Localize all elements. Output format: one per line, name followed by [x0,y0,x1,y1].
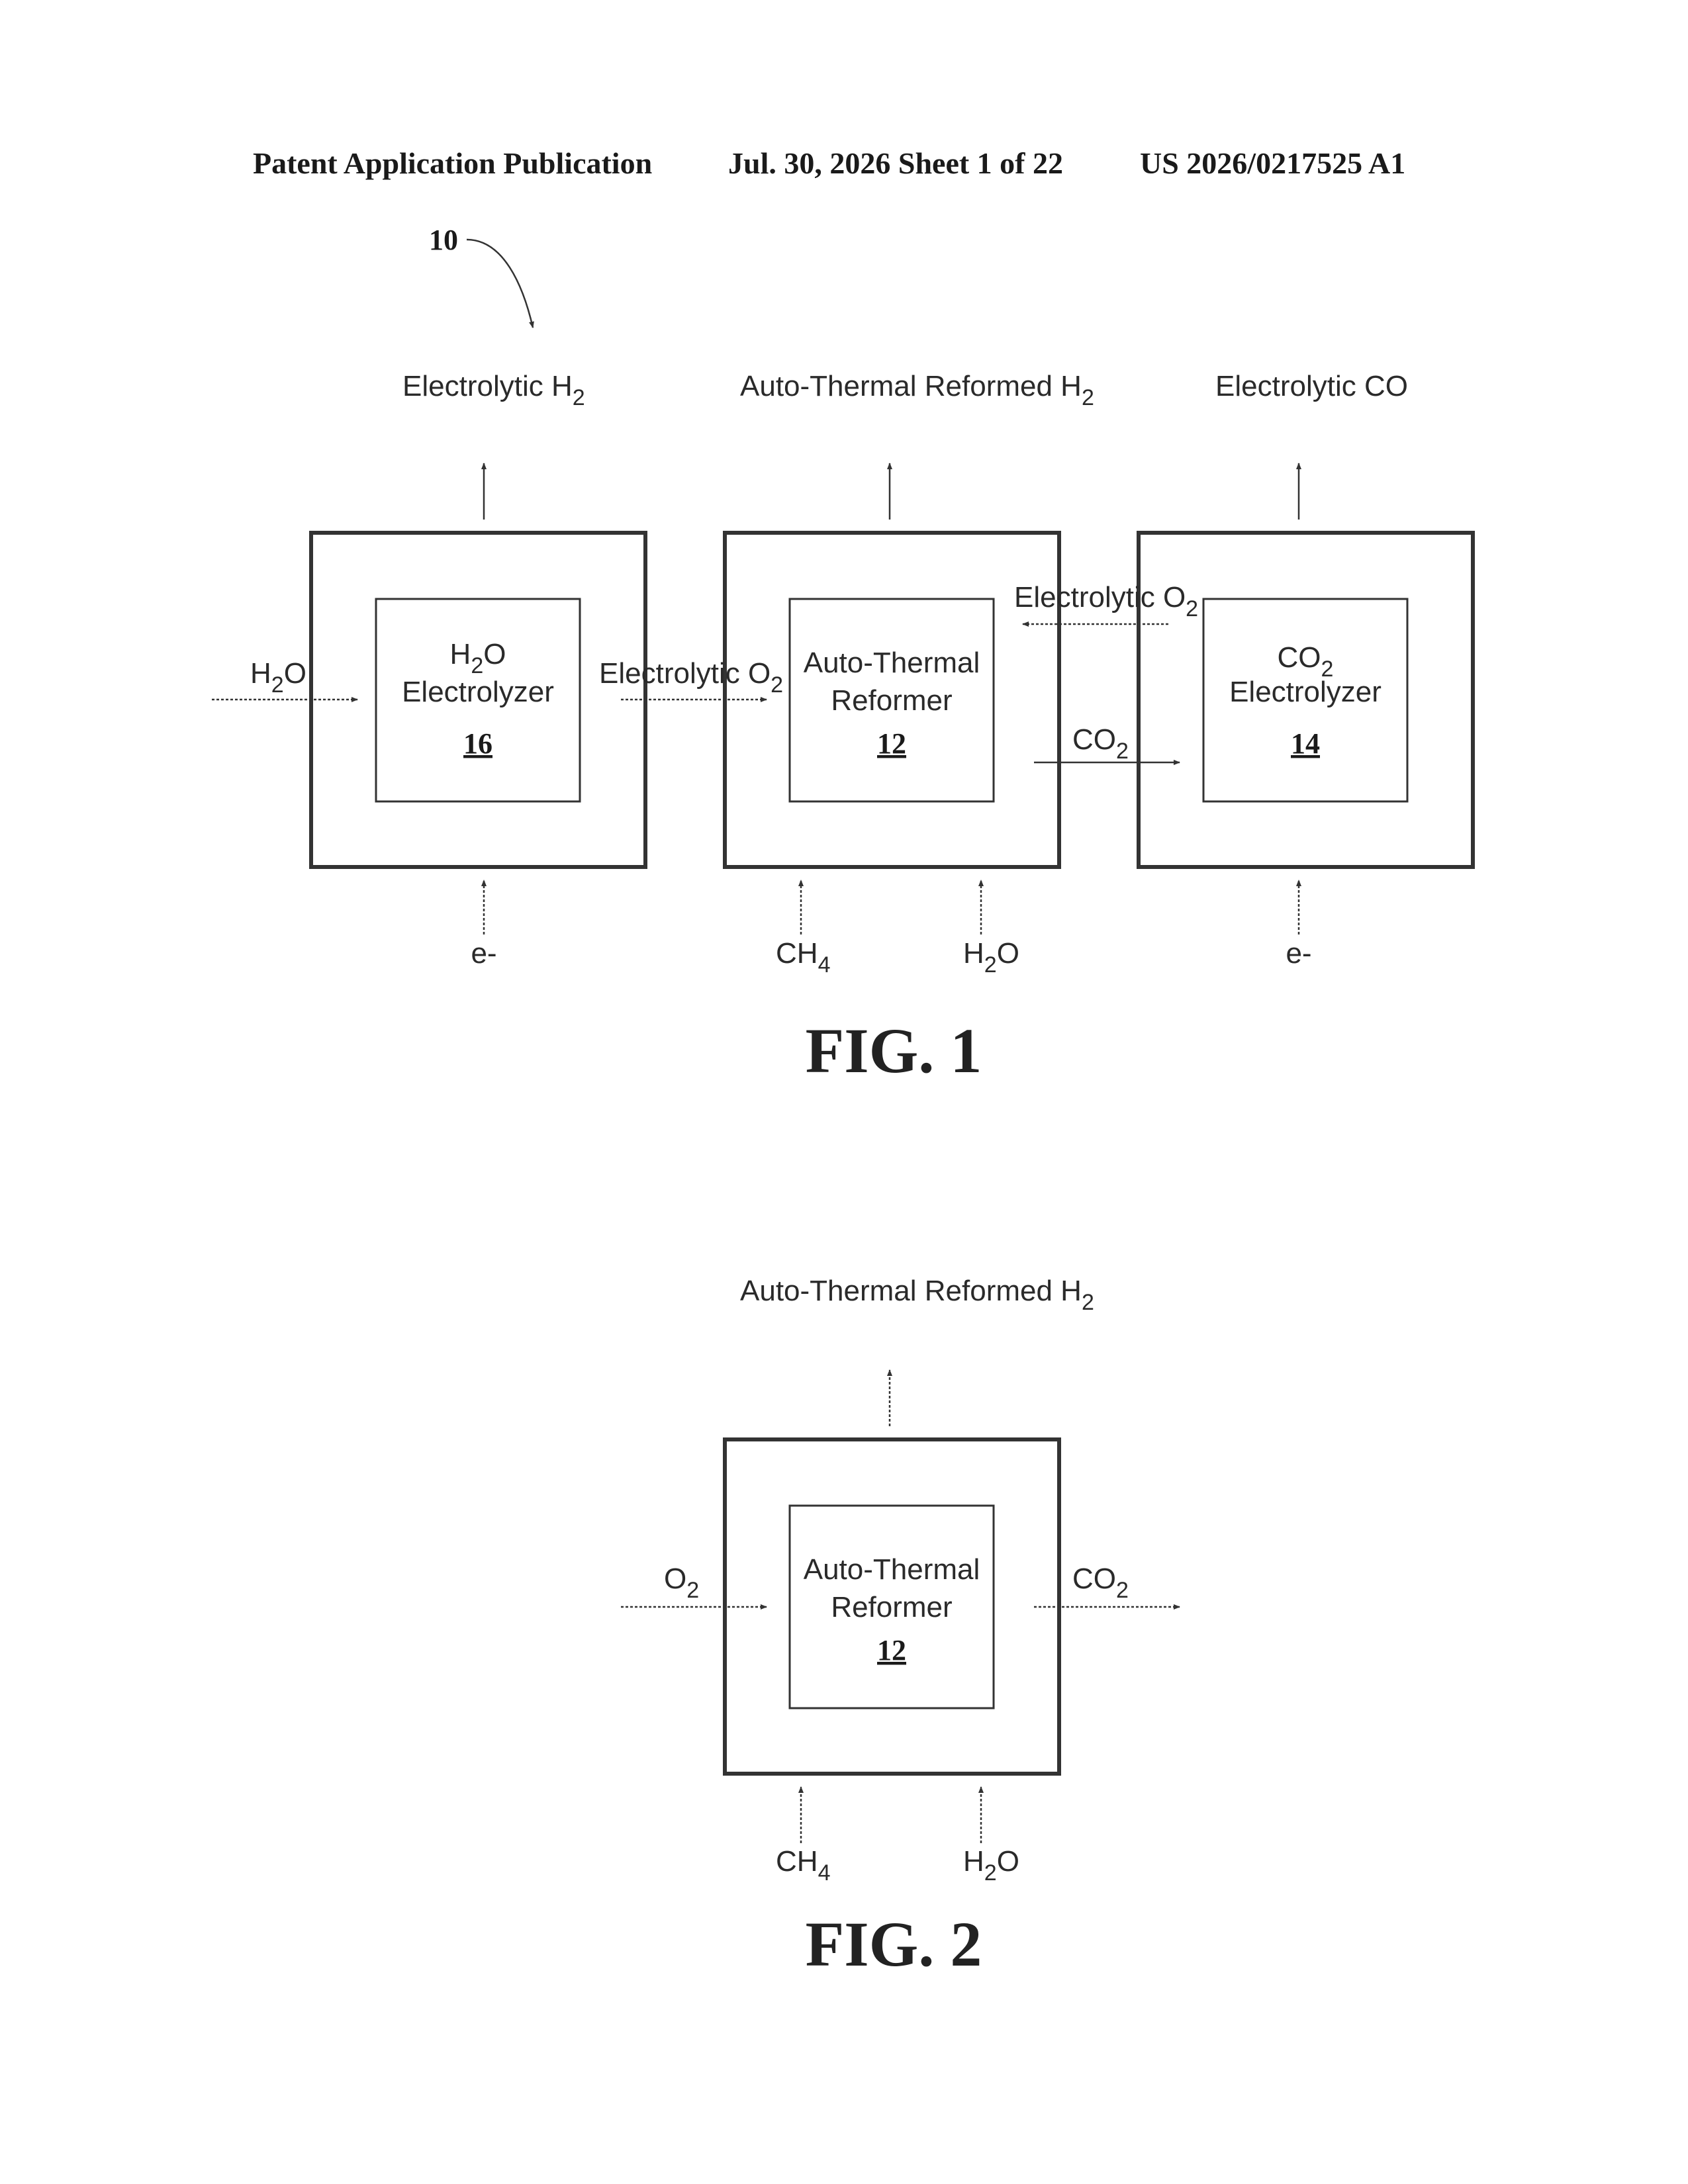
co2-electrolyzer-number: 14 [1291,727,1320,760]
fig2-input-label-h2o: H2O [963,1845,1019,1886]
output-label-electrolytic-h2: Electrolytic H2 [402,370,585,410]
reference-leader-arrow [467,240,533,328]
fig2-reformer-label-line2: Reformer [831,1591,952,1623]
fig2-caption: FIG. 2 [806,1909,982,1979]
output-label-autothermal-h2: Auto-Thermal Reformed H2 [740,370,1094,410]
reformer-label-line2: Reformer [831,684,952,717]
fig2-input-label-o2: O2 [664,1563,699,1603]
header-patent-number: US 2026/0217525 A1 [1140,146,1405,180]
reformer-label-line1: Auto-Thermal [804,647,980,679]
header-date-sheet: Jul. 30, 2026 Sheet 1 of 22 [728,146,1063,180]
label-electrolytic-o2-right: Electrolytic O2 [1014,581,1198,621]
fig1-caption: FIG. 1 [806,1015,982,1086]
h2o-electrolyzer-label-line2: Electrolyzer [402,676,554,708]
fig2-reformer-label-line1: Auto-Thermal [804,1553,980,1586]
co2-electrolyzer-label-line2: Electrolyzer [1229,676,1382,708]
fig2-output-label-autothermal-h2: Auto-Thermal Reformed H2 [740,1275,1094,1315]
fig2-reformer-number: 12 [877,1634,906,1666]
label-co2: CO2 [1072,723,1129,764]
input-label-ch4: CH4 [776,937,830,978]
reformer-number: 12 [877,727,906,760]
h2o-electrolyzer-number: 16 [463,727,492,760]
output-label-electrolytic-co: Electrolytic CO [1215,370,1408,402]
fig2-diagram: Auto-Thermal Reformed H2 Auto-Thermal Re… [621,1275,1180,1979]
label-electrolytic-o2-left: Electrolytic O2 [599,657,783,698]
input-label-e-left: e- [471,937,496,970]
fig2-output-label-co2: CO2 [1072,1563,1129,1603]
header-publication-type: Patent Application Publication [253,146,652,180]
input-label-e-right: e- [1286,937,1311,970]
fig1-diagram: 10 Electrolytic H2 Auto-Thermal Reformed… [212,224,1473,1086]
fig2-input-label-ch4: CH4 [776,1845,830,1886]
fig1-reference-numeral: 10 [429,224,458,256]
input-label-h2o: H2O [250,657,306,698]
h2o-electrolyzer-label-line1: H2O [450,638,506,678]
input-label-h2o-reformer: H2O [963,937,1019,978]
